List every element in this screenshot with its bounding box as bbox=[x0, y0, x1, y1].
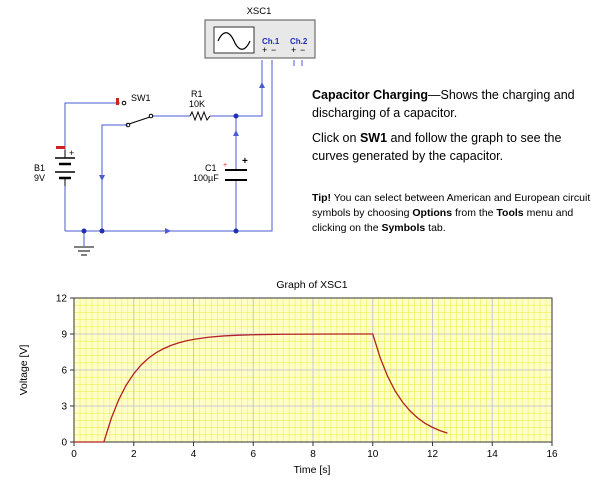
plot-grid bbox=[73, 297, 553, 443]
battery-plus: + bbox=[69, 148, 74, 158]
x-tick-label: 12 bbox=[427, 449, 439, 460]
y-tick-label: 12 bbox=[56, 294, 68, 305]
click-pre: Click on bbox=[312, 131, 360, 145]
switch-label: SW1 bbox=[131, 93, 151, 103]
switch-sw1[interactable]: SW1 bbox=[116, 93, 154, 128]
cap-name: C1 bbox=[205, 163, 217, 173]
wire-node-scope bbox=[236, 60, 263, 117]
description-instructions: Click on SW1 and follow the graph to see… bbox=[312, 129, 597, 165]
resistor-name: R1 bbox=[191, 89, 203, 99]
y-tick-label: 3 bbox=[61, 402, 67, 413]
x-tick-label: 8 bbox=[310, 449, 316, 460]
oscilloscope-xsc1[interactable]: XSC1 Ch.1 Ch.2 + − + − bbox=[204, 6, 316, 59]
wires bbox=[64, 60, 303, 246]
junction-nodes bbox=[81, 113, 239, 234]
wire-switch-common bbox=[101, 124, 128, 231]
current-arrows bbox=[99, 82, 265, 234]
scope-label: XSC1 bbox=[247, 6, 272, 17]
switch-marker bbox=[116, 98, 119, 105]
description-title: Capacitor Charging—Shows the charging an… bbox=[312, 86, 597, 122]
battery-name: B1 bbox=[34, 163, 45, 173]
resistor-r1[interactable]: R1 10K bbox=[189, 89, 211, 122]
ch1-label: Ch.1 bbox=[262, 37, 280, 46]
x-tick-label: 16 bbox=[546, 449, 558, 460]
battery-b1[interactable]: + B1 9V bbox=[34, 146, 75, 186]
description-tip: Tip! You can select between American and… bbox=[312, 191, 597, 236]
ch2-label: Ch.2 bbox=[290, 37, 308, 46]
axis-ticks: 0 2 4 6 8 10 12 14 16 0 3 6 9 12 bbox=[56, 294, 558, 461]
ch2-minus: − bbox=[300, 45, 305, 55]
tip-text-1: You can select between American and Euro… bbox=[312, 192, 591, 219]
wire-bottom-scope bbox=[236, 60, 273, 232]
title-bold: Capacitor Charging bbox=[312, 88, 428, 102]
click-bold: SW1 bbox=[359, 131, 388, 145]
cap-plus: + bbox=[242, 156, 248, 167]
title-tail: —Shows the charging and discharging of a… bbox=[312, 88, 575, 120]
tip-text-2: from the bbox=[452, 207, 497, 219]
battery-value: 9V bbox=[34, 173, 45, 183]
y-tick-label: 0 bbox=[61, 438, 67, 449]
plot-series bbox=[74, 333, 448, 443]
ch1-minus: − bbox=[271, 45, 276, 55]
resistor-value: 10K bbox=[189, 99, 205, 109]
tip-options: Options bbox=[412, 207, 453, 219]
graph-xsc1: Graph of XSC1 0 2 4 6 8 10 12 14 16 0 3 6 9 12 Time [… bbox=[18, 279, 558, 476]
tip-tools: Tools bbox=[496, 207, 524, 219]
cap-marker: + bbox=[223, 162, 227, 169]
y-axis-label: Voltage [V] bbox=[18, 345, 30, 396]
click-post: and follow the graph to see the curves g… bbox=[312, 131, 562, 163]
chart-title: Graph of XSC1 bbox=[276, 279, 347, 291]
battery-marker bbox=[56, 146, 65, 149]
circuit-schematic: XSC1 Ch.1 Ch.2 + − + − SW1 R1 10K + + C1… bbox=[34, 6, 316, 256]
x-tick-label: 0 bbox=[71, 449, 77, 460]
ground-icon bbox=[74, 246, 94, 256]
tip-symbols: Symbols bbox=[381, 222, 426, 234]
tip-bold: Tip! bbox=[312, 192, 332, 204]
x-tick-label: 4 bbox=[191, 449, 197, 460]
x-tick-label: 14 bbox=[487, 449, 499, 460]
x-tick-label: 6 bbox=[250, 449, 256, 460]
x-axis-label: Time [s] bbox=[294, 464, 331, 476]
y-tick-label: 6 bbox=[61, 366, 67, 377]
wire-battery-top bbox=[64, 102, 120, 150]
x-tick-label: 2 bbox=[131, 449, 137, 460]
ch1-plus: + bbox=[262, 45, 267, 55]
tip-text-3: menu and clicking on the bbox=[312, 207, 574, 234]
sine-wave-icon bbox=[217, 32, 251, 50]
x-tick-label: 10 bbox=[367, 449, 379, 460]
ch2-plus: + bbox=[291, 45, 296, 55]
capacitor-c1[interactable]: + + C1 100µF bbox=[193, 156, 248, 183]
cap-value: 100µF bbox=[193, 173, 219, 183]
tip-text-4: tab. bbox=[425, 222, 446, 234]
voltage-series-line bbox=[74, 333, 448, 443]
y-tick-label: 9 bbox=[61, 330, 67, 341]
